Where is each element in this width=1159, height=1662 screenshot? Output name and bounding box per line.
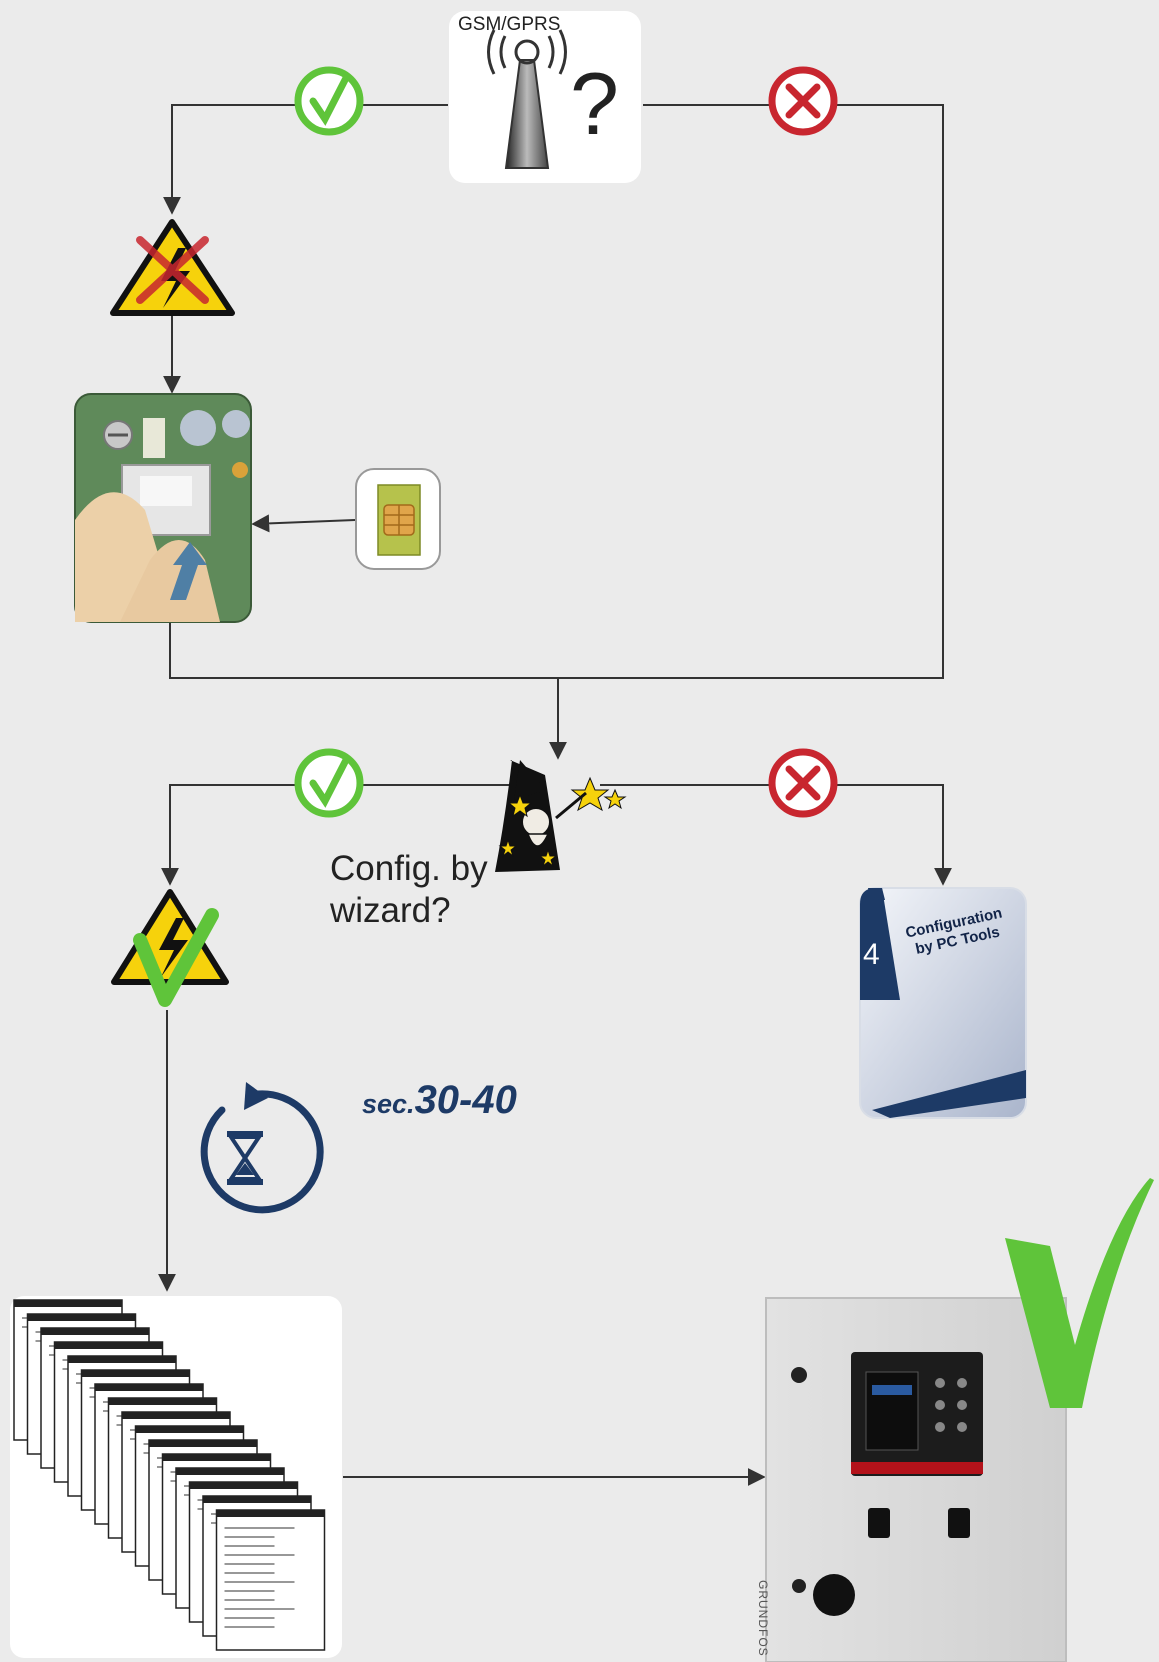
high-voltage-crossed-icon [110, 219, 235, 316]
line-gsm-no [556, 104, 944, 679]
screen-thumbnail-header [81, 1370, 190, 1377]
line-wizard-yes [161, 784, 515, 886]
wizard-question-label: Config. by wizard? [330, 848, 530, 932]
screen-thumbnail [215, 1509, 326, 1651]
screen-thumbnail-header [41, 1328, 149, 1335]
signal-question-mark: ? [570, 54, 619, 153]
cross-circle-icon [768, 748, 838, 818]
screen-thumbnail-header [203, 1496, 311, 1503]
screen-thumbnail-header [149, 1440, 257, 1447]
screen-thumbnail-header [176, 1468, 284, 1475]
line-module-down [169, 622, 558, 679]
line-sim-to-module [251, 514, 356, 533]
high-voltage-check-icon [111, 889, 229, 1007]
screen-thumbnail-header [135, 1426, 244, 1433]
screen-thumbnail-header [68, 1356, 176, 1363]
configuration-screens-stack [10, 1296, 342, 1658]
screen-thumbnail-header [27, 1314, 136, 1321]
screen-thumbnail-header [216, 1510, 325, 1517]
manual-chapter-number: 4 [863, 938, 880, 971]
wizard-question-line2: wizard? [330, 891, 451, 930]
screen-thumbnail-header [122, 1412, 230, 1419]
timer-prefix: sec. [362, 1089, 415, 1119]
check-circle-icon [294, 66, 364, 136]
pc-tools-manual-cover [859, 887, 1027, 1119]
gsm-signal-box [449, 11, 641, 183]
screen-thumbnail-header [54, 1342, 163, 1349]
timer-duration-label: sec.30-40 [362, 1078, 517, 1123]
module-sim-slot-photo [74, 393, 252, 623]
hourglass-refresh-icon [200, 1082, 324, 1214]
wizard-question-line1: Config. by [330, 849, 488, 888]
wizard-icon [495, 760, 627, 872]
cabinet-brand-label: GRUNDFOS [756, 1580, 770, 1657]
timer-value: 30-40 [414, 1078, 517, 1122]
screen-thumbnail-header [14, 1300, 122, 1307]
control-cabinet [765, 1297, 1067, 1662]
sim-card-icon [355, 468, 441, 570]
line-wizard-no [600, 784, 952, 886]
check-circle-icon [294, 748, 364, 818]
screen-thumbnail-header [189, 1482, 298, 1489]
gsm-gprs-label: GSM/GPRS [458, 14, 561, 35]
screen-thumbnail-header [162, 1454, 271, 1461]
screen-thumbnail-header [108, 1398, 217, 1405]
cross-circle-icon [768, 66, 838, 136]
antenna-icon [487, 29, 567, 169]
screen-thumbnail-header [95, 1384, 203, 1391]
large-checkmark-icon [1005, 1178, 1154, 1408]
